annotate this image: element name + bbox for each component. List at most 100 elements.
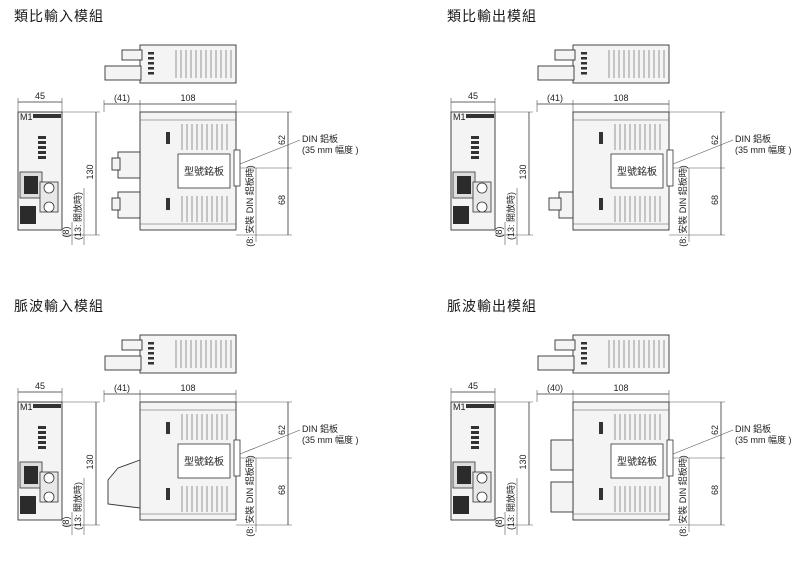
rj-port-inner — [24, 466, 38, 484]
dim-width: 45 — [35, 91, 45, 101]
connector-latch — [111, 157, 121, 171]
screw-icon — [476, 472, 488, 484]
model-strip — [33, 114, 61, 118]
din-title: DIN 鋁板 — [735, 133, 771, 144]
connector-cable — [107, 459, 141, 509]
panel-title: 脈波輸出模組 — [447, 298, 537, 314]
dim-open: (13: 開放時) — [505, 192, 516, 240]
dim-height: 130 — [518, 164, 528, 179]
top-view — [104, 44, 237, 84]
led — [38, 151, 46, 154]
led — [471, 141, 479, 144]
top-view-connector — [537, 65, 575, 81]
panel-title: 脈波輸入模組 — [14, 298, 104, 314]
top-vent-slot — [148, 72, 154, 75]
front-view: M1 — [450, 111, 496, 231]
led — [471, 136, 479, 139]
front-view: M1 — [17, 111, 63, 231]
top-vent-slot — [148, 362, 154, 365]
din-sub: (35 mm 幅度 ) — [735, 434, 792, 445]
dim-lower: 68 — [277, 195, 287, 205]
bottom-connector — [453, 206, 469, 224]
side-view: 型號銘板 — [548, 111, 674, 231]
panel-title: 類比輸入模組 — [14, 8, 104, 24]
top-view — [537, 44, 670, 84]
bottom-connector — [20, 206, 36, 224]
side-slot — [599, 422, 603, 434]
model-strip — [33, 404, 61, 408]
led — [471, 156, 479, 159]
screw-icon — [476, 182, 488, 194]
model-label: M1 — [453, 402, 466, 412]
din-clip — [666, 149, 674, 187]
connector-latch — [111, 197, 121, 211]
top-view-body — [139, 44, 237, 84]
led — [471, 146, 479, 149]
connector-latch — [548, 197, 562, 211]
side-view: 型號銘板 — [111, 111, 241, 231]
dim-top: (41) — [547, 93, 563, 103]
dim-small: (8) — [494, 516, 504, 527]
led — [38, 431, 46, 434]
model-label: M1 — [20, 402, 33, 412]
screw-icon — [43, 182, 55, 194]
rj-port-inner — [457, 466, 471, 484]
model-label: M1 — [453, 112, 466, 122]
din-title: DIN 鋁板 — [302, 423, 338, 434]
dim-depth: 108 — [613, 383, 628, 393]
top-view-tab — [554, 339, 576, 351]
side-view: 型號銘板 — [107, 401, 241, 521]
top-vent-slot — [148, 57, 154, 60]
din-sub: (35 mm 幅度 ) — [302, 144, 359, 155]
top-vent-slot — [581, 342, 587, 345]
nameplate-label: 型號銘板 — [617, 165, 657, 178]
dim-small: (8) — [61, 516, 71, 527]
dim-height: 130 — [85, 164, 95, 179]
screw-icon — [476, 201, 488, 213]
top-vent-slot — [148, 62, 154, 65]
side-slot — [599, 488, 603, 500]
top-vent-slot — [148, 357, 154, 360]
dim-width: 45 — [35, 381, 45, 391]
dim-open: (13: 開放時) — [72, 192, 83, 240]
top-vent-slot — [148, 67, 154, 70]
screw-icon — [43, 491, 55, 503]
dim-small: (8) — [494, 226, 504, 237]
led — [471, 426, 479, 429]
rj-port-inner — [457, 176, 471, 194]
top-vent-slot — [581, 352, 587, 355]
dim-depth: 108 — [180, 93, 195, 103]
side-view: 型號銘板 — [550, 401, 674, 521]
dim-lower: 68 — [277, 485, 287, 495]
dim-upper: 62 — [277, 135, 287, 145]
top-vent-slot — [148, 52, 154, 55]
dim-din-open: (8: 安裝 DIN 鋁板時) — [677, 165, 688, 247]
dim-din-open: (8: 安裝 DIN 鋁板時) — [677, 455, 688, 537]
dim-din-open: (8: 安裝 DIN 鋁板時) — [244, 455, 255, 537]
dim-height: 130 — [518, 454, 528, 469]
dim-width: 45 — [468, 381, 478, 391]
top-vent-slot — [581, 347, 587, 350]
nameplate — [610, 443, 664, 479]
nameplate-label: 型號銘板 — [617, 455, 657, 468]
connector-upper — [550, 439, 574, 471]
top-vent-slot — [148, 342, 154, 345]
led — [471, 151, 479, 154]
rj-port-inner — [24, 176, 38, 194]
din-leader — [672, 139, 734, 165]
din-sub: (35 mm 幅度 ) — [735, 144, 792, 155]
din-clip — [233, 439, 241, 477]
side-slot — [166, 132, 170, 144]
nameplate — [177, 443, 231, 479]
top-vent-slot — [581, 62, 587, 65]
screw-icon — [43, 201, 55, 213]
din-clip — [666, 439, 674, 477]
top-view-connector — [104, 355, 142, 371]
led — [471, 436, 479, 439]
top-vent-slot — [581, 57, 587, 60]
